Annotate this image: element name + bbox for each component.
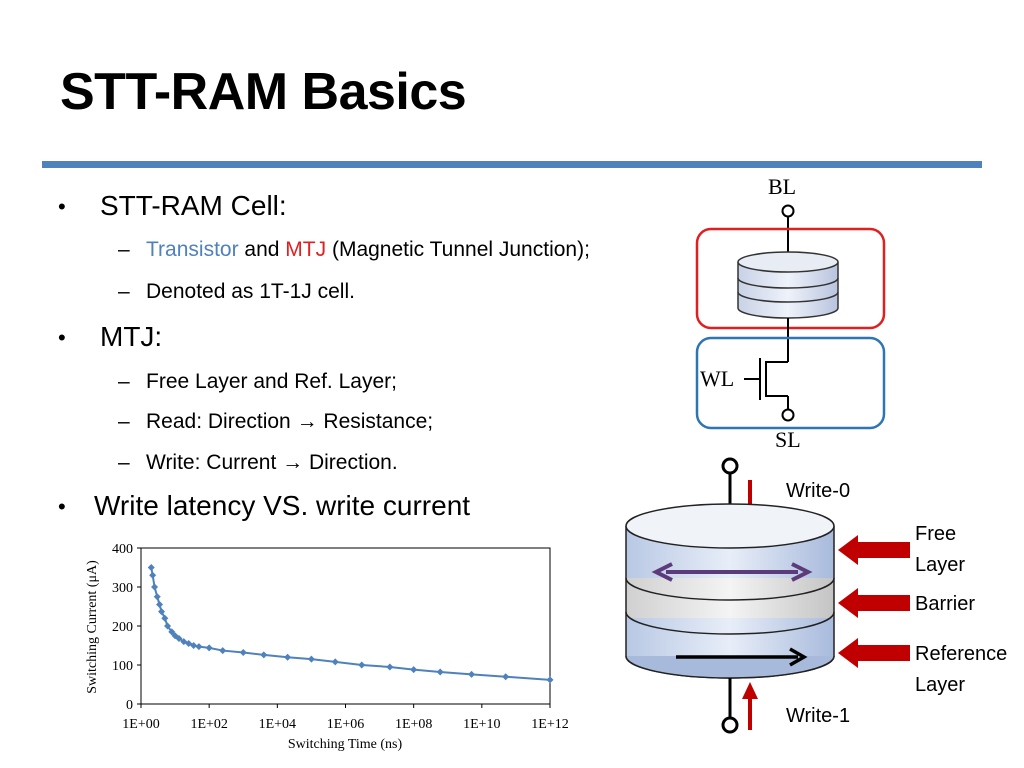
y-tick-label: 200 bbox=[112, 620, 133, 635]
bottom-terminal bbox=[721, 716, 739, 734]
y-axis: 0 100 200 300 400 bbox=[112, 542, 141, 713]
y-axis-label: Switching Current (μA) bbox=[85, 560, 100, 694]
x-tick-label: 1E+08 bbox=[395, 717, 432, 732]
small-mtj-stack bbox=[737, 251, 839, 319]
barrier-label: Barrier bbox=[915, 593, 975, 615]
x-tick-label: 1E+02 bbox=[190, 717, 227, 732]
bullet-stt-ram-cell: STT-RAM Cell: bbox=[100, 190, 287, 221]
bullet-dash: – bbox=[118, 370, 130, 393]
data-point bbox=[205, 644, 213, 652]
x-tick-label: 1E+12 bbox=[531, 717, 568, 732]
free-layer-pointer bbox=[838, 535, 910, 565]
x-tick-label: 1E+04 bbox=[259, 717, 296, 732]
bullet-dash: – bbox=[118, 410, 130, 433]
free-label-line2: Layer bbox=[915, 554, 965, 576]
data-point bbox=[502, 673, 510, 681]
data-point bbox=[147, 564, 155, 571]
y-tick-label: 100 bbox=[112, 659, 133, 674]
bullet-free-ref-layer: Free Layer and Ref. Layer; bbox=[146, 370, 397, 393]
data-point bbox=[190, 642, 198, 649]
data-point bbox=[195, 643, 203, 651]
bullet-transistor-mtj: Transistor and MTJ (Magnetic Tunnel Junc… bbox=[146, 238, 590, 262]
reference-label-line2: Layer bbox=[915, 674, 965, 696]
bullet-dot: • bbox=[58, 494, 66, 519]
data-point bbox=[386, 663, 394, 671]
layer-pointer-arrows bbox=[838, 535, 910, 668]
bullet-dot: • bbox=[58, 325, 66, 350]
data-point bbox=[284, 653, 292, 661]
bullet-dash: – bbox=[118, 280, 130, 303]
bullet-dash: – bbox=[118, 238, 130, 261]
sl-terminal bbox=[781, 408, 795, 422]
and-text: and bbox=[238, 238, 286, 261]
data-point bbox=[436, 668, 444, 676]
data-point bbox=[331, 658, 339, 666]
bl-label: BL bbox=[768, 174, 796, 199]
bullet-dot: • bbox=[58, 194, 66, 219]
data-point bbox=[156, 601, 164, 609]
bullet-dash: – bbox=[118, 451, 130, 474]
write1-label: Write-1 bbox=[786, 705, 850, 727]
data-point bbox=[168, 628, 176, 636]
plot-area bbox=[140, 547, 551, 705]
write0-label: Write-0 bbox=[786, 480, 850, 502]
transistor-text: Transistor bbox=[146, 238, 239, 261]
data-points bbox=[147, 564, 554, 684]
title-underline bbox=[42, 161, 982, 168]
data-point bbox=[468, 670, 476, 678]
data-point bbox=[410, 666, 418, 674]
x-tick-label: 1E+06 bbox=[327, 717, 364, 732]
wl-label: WL bbox=[700, 366, 734, 391]
mtj-layer-stack bbox=[625, 503, 835, 679]
mtj-definition-text: (Magnetic Tunnel Junction); bbox=[326, 238, 590, 261]
data-point bbox=[219, 647, 227, 655]
reference-layer-pointer bbox=[838, 638, 910, 668]
barrier-pointer bbox=[838, 588, 910, 618]
slide-title: STT-RAM Basics bbox=[60, 63, 467, 121]
y-tick-label: 400 bbox=[112, 542, 133, 557]
data-point bbox=[153, 593, 161, 601]
bullet-1t1j: Denoted as 1T-1J cell. bbox=[146, 280, 355, 303]
y-tick-label: 300 bbox=[112, 581, 133, 596]
x-tick-label: 1E+00 bbox=[122, 717, 159, 732]
bullet-write: Write: Current → Direction. bbox=[146, 451, 398, 474]
y-tick-label: 0 bbox=[126, 698, 133, 713]
free-label-line1: Free bbox=[915, 523, 956, 545]
data-point bbox=[546, 676, 554, 684]
data-point bbox=[358, 661, 366, 669]
data-point bbox=[151, 583, 159, 591]
transistor-symbol bbox=[744, 358, 789, 409]
data-point bbox=[164, 622, 172, 630]
data-point bbox=[239, 649, 247, 657]
reference-layer-arrow bbox=[676, 647, 808, 667]
mtj-highlight-box bbox=[695, 227, 886, 330]
x-axis-label: Switching Time (ns) bbox=[288, 737, 403, 752]
reference-label-line1: Reference bbox=[915, 643, 1007, 665]
data-point bbox=[307, 655, 315, 663]
mtj-text: MTJ bbox=[285, 238, 327, 261]
data-point bbox=[175, 634, 183, 642]
transistor-highlight-box bbox=[695, 336, 886, 430]
sl-label: SL bbox=[775, 427, 801, 452]
bullet-mtj: MTJ: bbox=[100, 321, 163, 352]
free-layer-double-arrow bbox=[651, 562, 813, 582]
bullet-write-latency: Write latency VS. write current bbox=[94, 490, 471, 521]
data-point bbox=[260, 651, 268, 659]
bl-terminal bbox=[781, 204, 795, 218]
x-tick-label: 1E+10 bbox=[463, 717, 500, 732]
bullet-read: Read: Direction → Resistance; bbox=[146, 410, 434, 433]
data-point bbox=[161, 614, 169, 622]
x-axis: 1E+00 1E+02 1E+04 1E+06 1E+08 1E+10 1E+12 bbox=[122, 704, 569, 732]
data-point bbox=[158, 608, 166, 616]
data-point bbox=[149, 571, 157, 579]
